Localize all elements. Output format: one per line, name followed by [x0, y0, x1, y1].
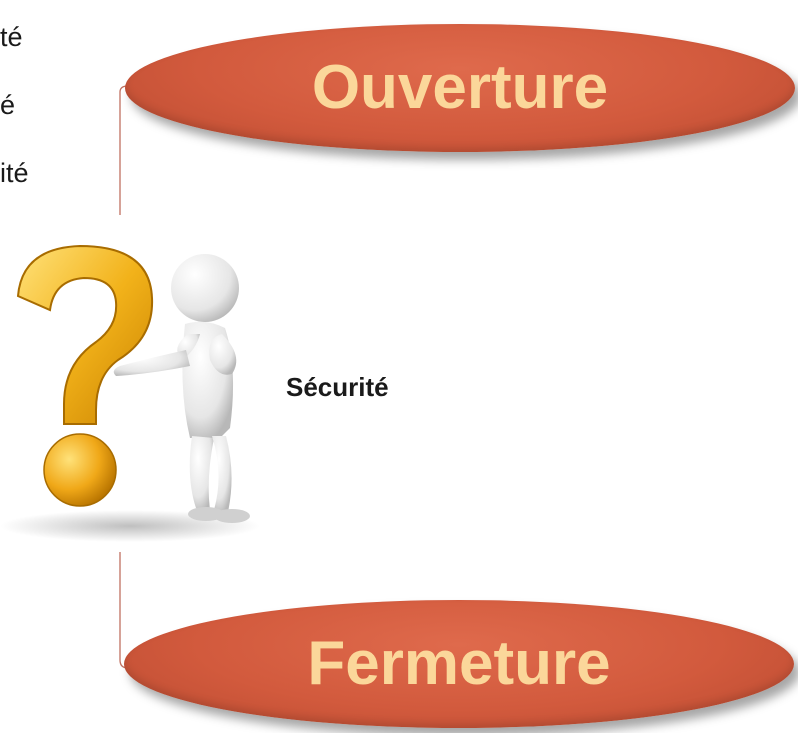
question-mark-icon: [16, 244, 154, 507]
cut-off-text-line-3: ité: [0, 158, 29, 188]
thinking-person-icon: [113, 254, 250, 523]
cut-off-text-line-2: é: [0, 90, 16, 120]
thinking-person-illustration: [0, 244, 260, 542]
node-fermeture: Fermeture: [124, 600, 794, 728]
center-label-securite: Sécurité: [286, 372, 389, 402]
node-fermeture-label: Fermeture: [307, 629, 611, 698]
node-ouverture-label: Ouverture: [311, 53, 609, 122]
node-ouverture: Ouverture: [125, 24, 795, 152]
cut-off-text-line-1: té: [0, 22, 23, 52]
